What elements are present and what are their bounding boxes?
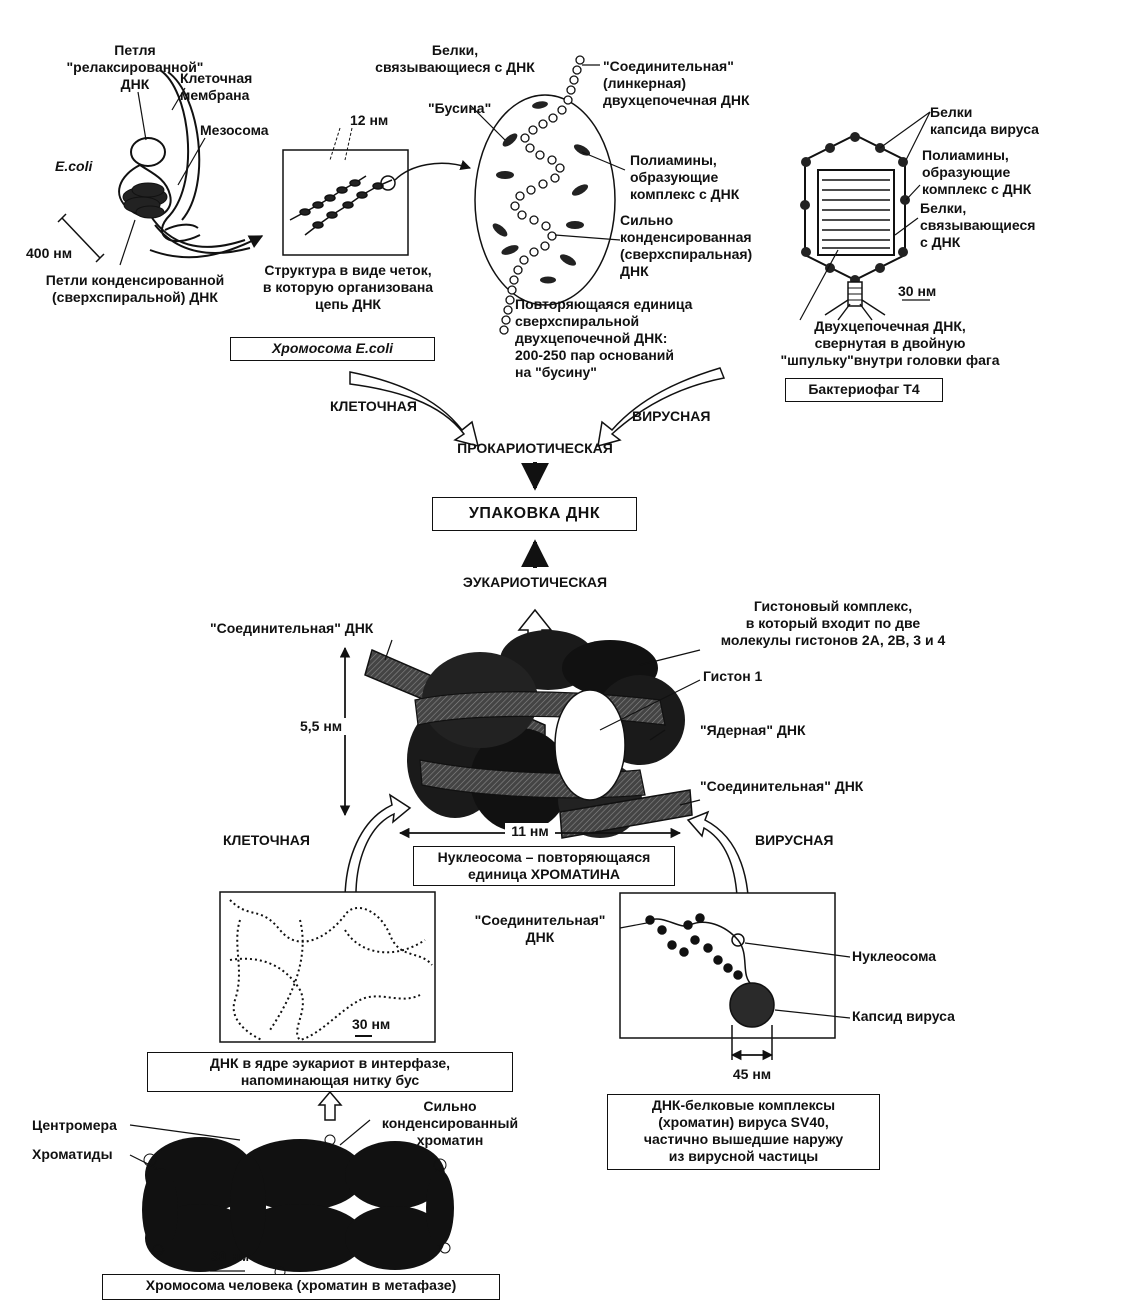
- phage-polyamines-label: Полиамины, образующие комплекс с ДНК: [922, 147, 1032, 197]
- sv40-linker-dna-label: "Соединительная" ДНК: [474, 912, 606, 945]
- nucleosome-drawing: [364, 630, 693, 839]
- capsid-proteins-label: Белки капсида вируса: [930, 104, 1039, 137]
- ecoli-scale-label: 400 нм: [26, 245, 73, 261]
- ecoli-scale-bar: [57, 213, 105, 263]
- sv40-capsid-label: Капсид вируса: [852, 1008, 955, 1024]
- polyamines-label: Полиамины, образующие комплекс с ДНК: [630, 152, 740, 202]
- sv40-nucleosome-label: Нуклеосома: [852, 948, 937, 964]
- ecoli-leader-lines: [119, 87, 206, 266]
- interphase-beads-thread: [229, 899, 433, 1042]
- beads-scale: [329, 127, 353, 161]
- dna-binding-proteins-label: Белки, связывающиеся с ДНК: [375, 42, 535, 75]
- linker-dna-top-label: "Соединительная" ДНК: [210, 620, 374, 636]
- cellular-bottom-label: КЛЕТОЧНАЯ: [223, 832, 310, 848]
- sv40-leader-lines: [619, 921, 851, 1019]
- sv40-caption: ДНК-белковые комплексы (хроматин) вируса…: [607, 1094, 880, 1170]
- metaphase-chromosome-drawing: [142, 1137, 454, 1272]
- phage-leader-lines: [799, 111, 931, 321]
- beads-structure-label: Структура в виде четок, в которую органи…: [262, 262, 434, 312]
- ecoli-chromosome-caption: Хромосома E.coli: [230, 337, 435, 361]
- mesosome-label: Мезосома: [200, 122, 269, 138]
- dna-packaging-box: УПАКОВКА ДНК: [432, 497, 637, 531]
- viral-top-arrow: [597, 367, 726, 448]
- phage-t4-caption: Бактериофаг Т4: [785, 378, 943, 402]
- nucleosome-caption: Нуклеосома – повторяющаяся единица ХРОМА…: [413, 846, 675, 886]
- nucleosome-leader-lines: [384, 639, 701, 806]
- repeat-unit-label: Повторяющаяся единица сверхспиральной дв…: [515, 296, 693, 380]
- condensed-loops-label: Петли конденсированной (сверхспиральной)…: [45, 272, 225, 305]
- cellular-top-arrow: [349, 371, 480, 448]
- viral-bottom-label: ВИРУСНАЯ: [755, 832, 834, 848]
- metaphase-up-arrow: [317, 1090, 343, 1121]
- sv40-chromatin: [645, 913, 775, 1061]
- interphase-panel: [219, 891, 436, 1043]
- linker-dna-label: "Соединительная" (линкерная) двухцепочеч…: [603, 58, 750, 108]
- cell-membrane-label: Клеточная мембрана: [180, 70, 253, 103]
- prokaryotic-label: ПРОКАРИОТИЧЕСКАЯ: [457, 440, 613, 456]
- core-dna-label: "Ядерная" ДНК: [700, 722, 806, 738]
- metaphase-caption: Хромосома человека (хроматин в метафазе): [102, 1274, 500, 1300]
- ecoli-species-label: E.coli: [55, 158, 93, 174]
- phage-scale-label: 30 нм: [898, 283, 937, 299]
- cellular-bottom-arrow: [344, 793, 412, 901]
- ecoli-arrow: [149, 235, 264, 259]
- bead-label: "Бусина": [428, 100, 492, 116]
- ecoli-condensed-loops: [122, 182, 168, 219]
- eukaryotic-label: ЭУКАРИОТИЧЕСКАЯ: [462, 574, 608, 590]
- metaphase-scale-label: 30 нм: [210, 1248, 250, 1264]
- beads-chain: [289, 175, 396, 236]
- dna-binding-proteins: [492, 101, 591, 284]
- phage-t4-drawing: [800, 132, 910, 321]
- centromere-label: Центромера: [32, 1117, 117, 1133]
- cellular-top-label: КЛЕТОЧНАЯ: [330, 398, 417, 414]
- phage-spool-label: Двухцепочечная ДНК, свернутая в двойную …: [780, 318, 1000, 368]
- supercoiled-dna-label: Сильно конденсированная (сверхспиральная…: [620, 212, 753, 279]
- bead-leader-lines: [469, 64, 626, 241]
- interphase-caption: ДНК в ядре эукариот в интерфазе, напомин…: [147, 1052, 513, 1092]
- condensed-chromatin-label: Сильно конденсированный хроматин: [381, 1098, 519, 1148]
- linker-dna-right-label: "Соединительная" ДНК: [700, 778, 864, 794]
- interphase-scale-label: 30 нм: [352, 1016, 391, 1032]
- beads-to-detail-arrow: [394, 160, 471, 181]
- linker-dna-chain: [499, 55, 585, 335]
- nucleosome-height-label: 5,5 нм: [300, 718, 360, 735]
- phage-dna-binding-label: Белки, связывающиеся с ДНК: [920, 200, 1036, 250]
- viral-top-label: ВИРУСНАЯ: [632, 408, 711, 424]
- histone-complex-label: Гистоновый комплекс, в который входит по…: [720, 598, 946, 648]
- beads-scale-label: 12 нм: [350, 112, 389, 128]
- sv40-scale-label: 45 нм: [732, 1066, 772, 1082]
- relaxed-dna-loop-label: Петля "релаксированной" ДНК: [66, 42, 204, 92]
- nucleosome-width-label: 11 нм: [505, 823, 555, 840]
- histone-1-label: Гистон 1: [703, 668, 763, 684]
- chromatids-label: Хроматиды: [32, 1146, 113, 1162]
- metaphase-loops: [143, 1134, 451, 1278]
- metaphase-leader-lines: [129, 1119, 371, 1272]
